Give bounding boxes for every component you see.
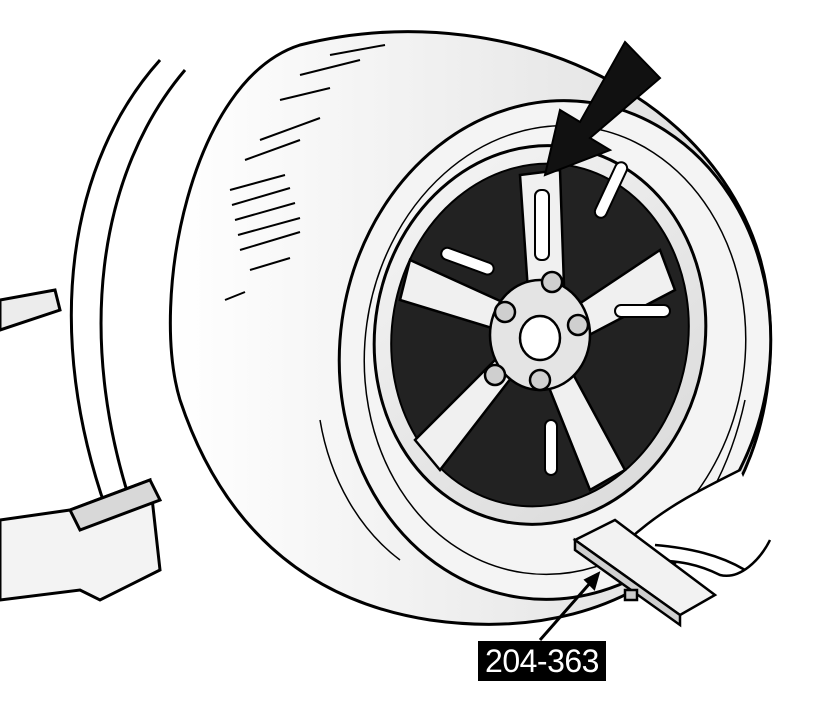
wheel-rim [372, 144, 708, 526]
tool-number-label: 204-363 [478, 641, 606, 681]
body-panel [0, 288, 163, 602]
wheel-arch [69, 58, 187, 531]
wheel-hub [483, 270, 592, 392]
arrow-down-left-icon [543, 40, 662, 177]
tread-pattern [224, 44, 386, 301]
tread-depth-gauge-icon [572, 518, 718, 628]
callout-leader-line [538, 571, 601, 641]
lug-nuts [483, 270, 590, 392]
